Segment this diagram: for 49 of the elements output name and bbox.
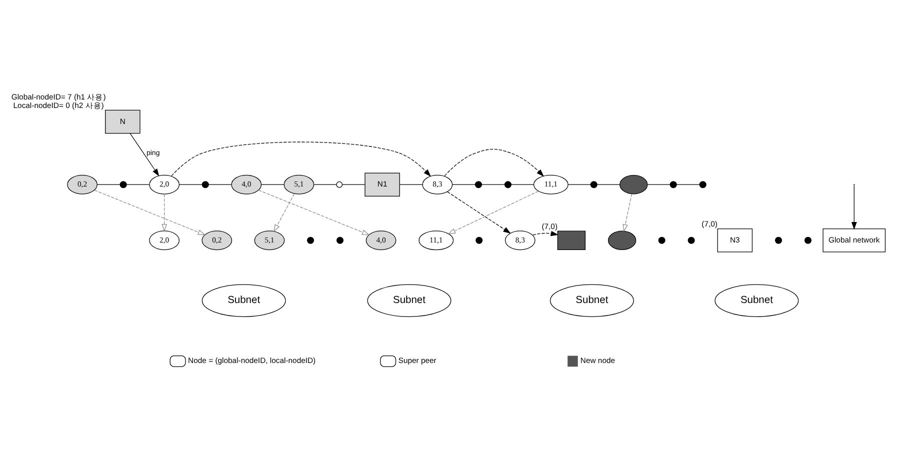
arrow [622, 194, 632, 232]
connector [314, 184, 337, 185]
connector [647, 184, 670, 185]
node-circle [688, 236, 695, 244]
node-circle [476, 236, 483, 244]
node-circle [504, 181, 512, 188]
node-ellipse [608, 230, 636, 250]
node-circle [699, 181, 706, 188]
node-box [557, 230, 586, 250]
connector [481, 184, 505, 185]
arrow [447, 192, 511, 234]
node-circle [336, 236, 344, 244]
node-circle [774, 236, 782, 244]
arrow [94, 190, 206, 236]
arrow [130, 133, 160, 176]
connector [126, 184, 150, 185]
connector [596, 184, 620, 185]
connector [179, 184, 202, 185]
arrow [448, 190, 539, 234]
node-ellipse [620, 174, 648, 194]
node-circle [202, 181, 209, 188]
connector [208, 184, 232, 185]
connector [452, 184, 476, 185]
node-ellipse: Subnet [550, 284, 634, 317]
connector [97, 184, 120, 185]
arrow [274, 193, 295, 232]
arrow [851, 184, 857, 230]
connector [676, 184, 700, 185]
node-circle [306, 236, 314, 244]
node-circle [120, 181, 127, 188]
node-circle [336, 181, 343, 188]
connector [511, 184, 534, 185]
node-circle [590, 181, 598, 188]
connector [568, 184, 591, 185]
arrow [162, 194, 168, 232]
arrow [258, 190, 370, 236]
node-circle [658, 236, 666, 244]
arrow [171, 142, 432, 177]
node-ellipse: Subnet [202, 284, 286, 317]
connector [342, 184, 366, 185]
node-ellipse: Subnet [714, 284, 799, 317]
node-circle [474, 181, 482, 188]
connector [261, 184, 284, 185]
arrow [532, 230, 558, 236]
arrow [444, 148, 544, 177]
node-circle [670, 181, 677, 188]
node-circle [804, 236, 812, 244]
connector [399, 184, 423, 185]
node-ellipse: Subnet [367, 284, 452, 317]
